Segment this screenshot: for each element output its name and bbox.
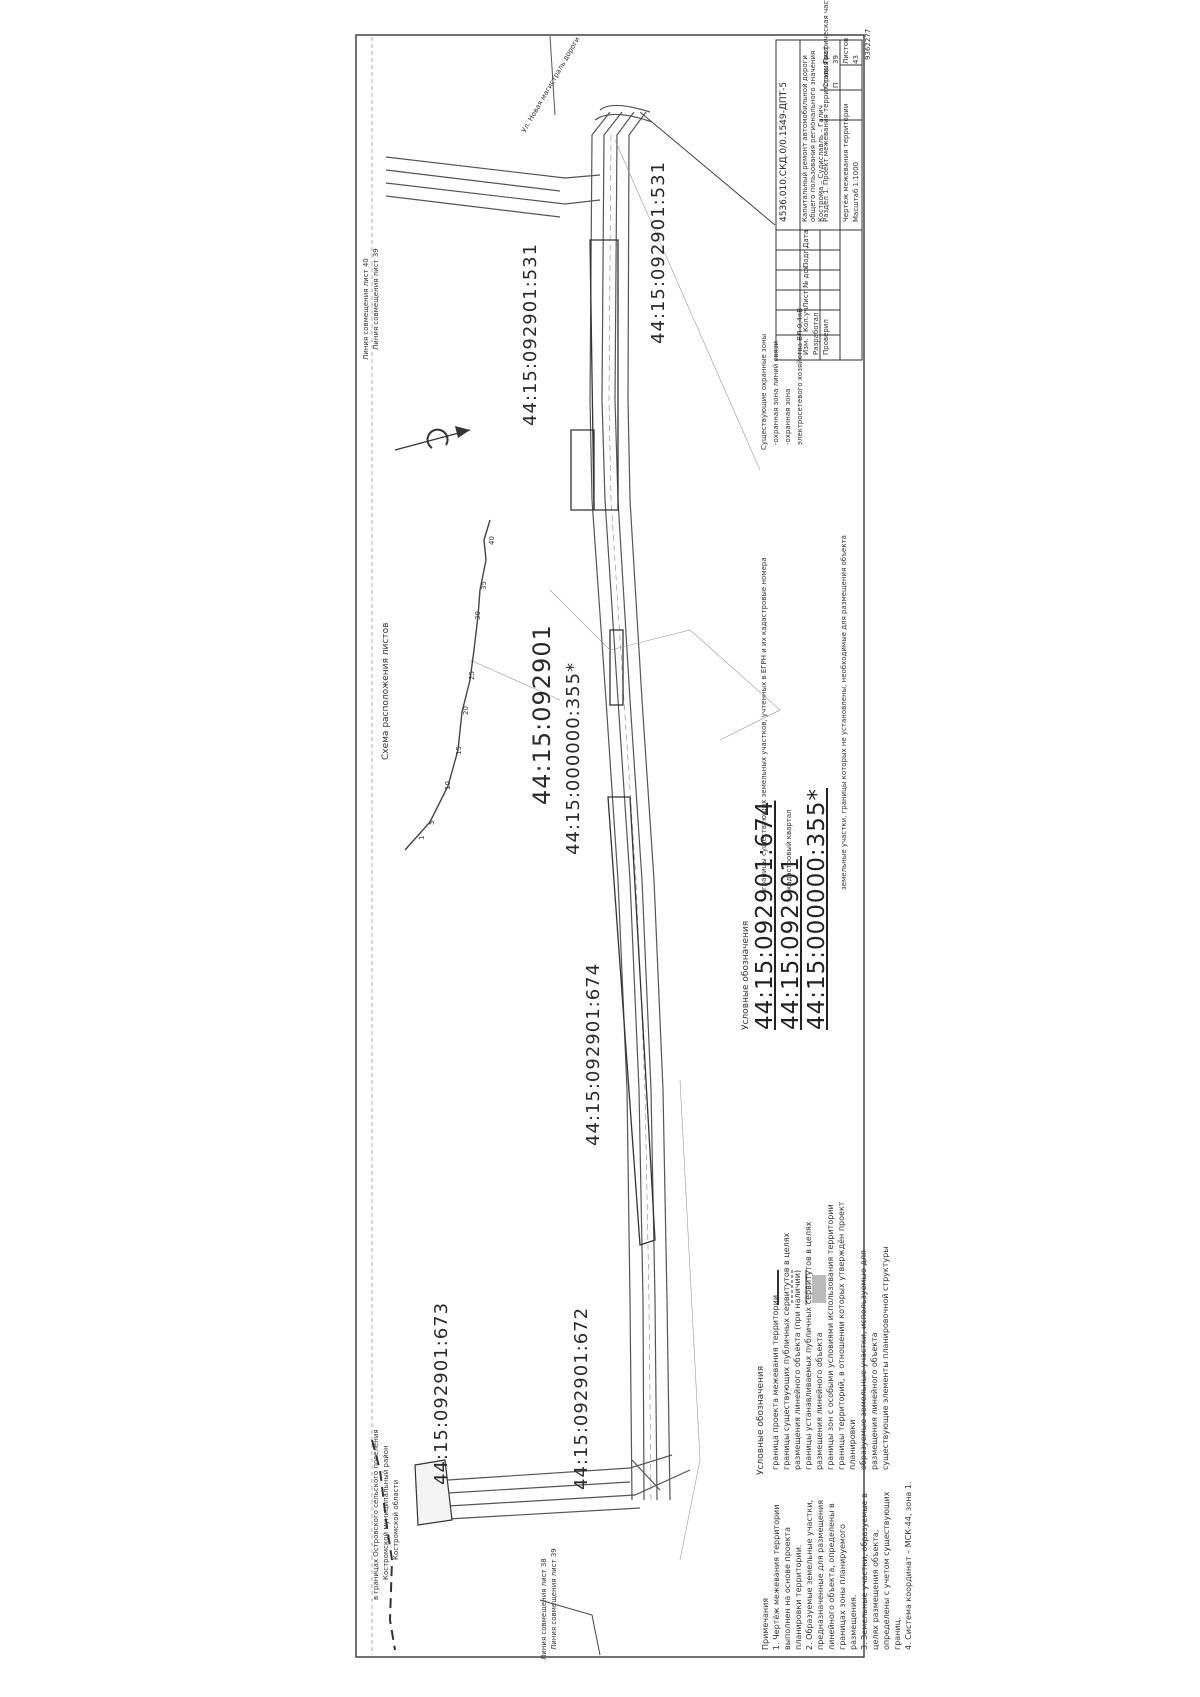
sheet-frame — [355, 34, 865, 1658]
zone-legend-title: Существующие охранные зоны — [760, 333, 768, 450]
branch-road-bottom — [447, 1454, 691, 1520]
parcel-label-531-a: 44:15:092901:531 — [520, 242, 541, 426]
parcel-label-531-b: 44:15:092901:531 — [648, 160, 669, 344]
scheme-title: Схема расположения листов — [381, 622, 391, 760]
stamp-header-5: Подп. — [802, 246, 810, 268]
legend-left-title: Условные обозначения — [756, 1365, 766, 1475]
scale-label: Масштаб 1:1000 — [852, 161, 860, 222]
stamp-header-6: Дата — [802, 229, 810, 248]
legend-left-line-4: границы зон с особыми условиями использо… — [826, 1204, 835, 1470]
zone-legend-line-1: -охранная зона линий связи — [772, 340, 780, 445]
notes-line-3: 3. Земельные участки, образуемые в целях… — [860, 1491, 902, 1650]
parcel-label-674: 44:15:092901:674 — [583, 962, 604, 1146]
stamp-header-1: Изм. — [802, 338, 810, 355]
scheme-num-30: 30 — [474, 611, 482, 620]
parcel-355-block — [609, 629, 624, 706]
scheme-num-35: 35 — [480, 581, 488, 590]
parcel-531-block — [589, 239, 619, 511]
stage-value: П — [832, 82, 840, 88]
match-top-label-2: Линия совмещения лист 39 — [372, 248, 380, 350]
scheme-num-10: 10 — [444, 781, 452, 790]
legend-main-title: Условные обозначения — [741, 920, 751, 1030]
sheet-title: Чертёж межевания территории — [842, 103, 850, 222]
boundary-diagonal-top — [639, 111, 776, 226]
scheme-num-20: 20 — [462, 706, 470, 715]
thin-boundaries — [469, 139, 781, 1561]
sheet-label: Лист — [822, 46, 830, 64]
legend-left-line-2: границы существующих публичных сервитуто… — [782, 1232, 802, 1470]
legend-left-line-7: существующие элементы планировочной стру… — [881, 1246, 890, 1470]
stamp-header-2: Кол.уч — [802, 307, 810, 332]
notes-block: Примечания 1. Чертёж межевания территори… — [760, 1480, 914, 1650]
notes-line-1: 1. Чертёж межевания территории выполнен … — [772, 1504, 803, 1650]
legend-code-unset: 44:15:000000:355* — [804, 788, 830, 1030]
sheets-label: Листов — [842, 37, 850, 64]
quarter-label-center: 44:15:092901 — [528, 624, 556, 805]
road-name-left: в границах Островского сельского поселен… — [372, 1429, 380, 1600]
legend-text-parcel: границы существующих земельных участков,… — [760, 557, 768, 890]
parcel-label-672: 44:15:092901:672 — [571, 1306, 592, 1490]
sheet-value: 39 — [832, 55, 840, 64]
zone-legend-line-2: -охранная зона — [784, 388, 792, 445]
legend-left-line-1: граница проекта межевания территории — [771, 1294, 780, 1470]
title-block-frame — [775, 39, 863, 361]
sheets-value: 43 — [852, 55, 860, 64]
legend-left-line-3: границы устанавливаемых публичных сервит… — [804, 1221, 824, 1470]
stamp-header-3: Лист — [802, 290, 810, 308]
role-checker: Проверил — [822, 319, 830, 355]
document-code: 4536.010.СКД.0/0.1549-ДПТ-5 — [779, 81, 789, 222]
road-name-left-2: Костромской муниципальный район — [382, 1445, 390, 1580]
role-developer: Разработал — [812, 312, 820, 355]
north-arrow — [394, 426, 471, 451]
main-road-corridor — [589, 104, 671, 1501]
scheme-num-25: 25 — [468, 671, 476, 680]
scheme-num-40: 40 — [488, 536, 496, 545]
road-name-left-3: Костромской области — [392, 1479, 400, 1560]
sheet-id: 9362277 — [864, 28, 872, 60]
legend-left: граница проекта межевания территории гра… — [770, 1200, 891, 1470]
legend-left-line-6: образуемые земельные участки, используем… — [859, 1250, 879, 1470]
section-title: Раздел 1. Проект межевания территории. Г… — [822, 0, 830, 222]
road-end-pad — [414, 1459, 453, 1526]
notes-line-4: 4. Система координат – МСК-44, зона 1. — [904, 1481, 913, 1650]
sheet-layout-scheme — [404, 519, 491, 851]
scheme-num-15: 15 — [455, 746, 463, 755]
legend-text-quarter: кадастровый квартал — [785, 809, 793, 890]
stage-label: Стадия — [822, 61, 830, 88]
notes-line-2: 2. Образуемые земельные участки, предназ… — [805, 1499, 858, 1650]
match-line-top — [549, 35, 556, 116]
match-line-bottom — [539, 1599, 601, 1656]
parcel-531-notch — [570, 429, 595, 511]
notes-title: Примечания — [761, 1597, 770, 1650]
branch-road-top — [385, 156, 601, 218]
match-left-label: Линия совмещения лист 38 — [540, 1558, 548, 1660]
parcel-label-355: 44:15:000000:355* — [563, 661, 584, 855]
legend-line-samples — [777, 1270, 826, 1305]
scheme-num-5: 5 — [428, 820, 436, 825]
match-top-label: Линия совмещения лист 40 — [362, 258, 370, 360]
legend-left-line-5: границы территорий, в отношении которых … — [837, 1201, 857, 1470]
parcel-label-673: 44:15:092901:673 — [431, 1301, 452, 1485]
parcel-674-block — [607, 796, 656, 1246]
match-left-label-2: Линия совмещения лист 39 — [550, 1548, 558, 1650]
legend-text-unset: земельные участки, границы которых не ус… — [840, 535, 848, 890]
scheme-num-1: 1 — [418, 835, 426, 840]
match-line-left — [371, 1439, 396, 1651]
road-centerline — [608, 134, 652, 1501]
